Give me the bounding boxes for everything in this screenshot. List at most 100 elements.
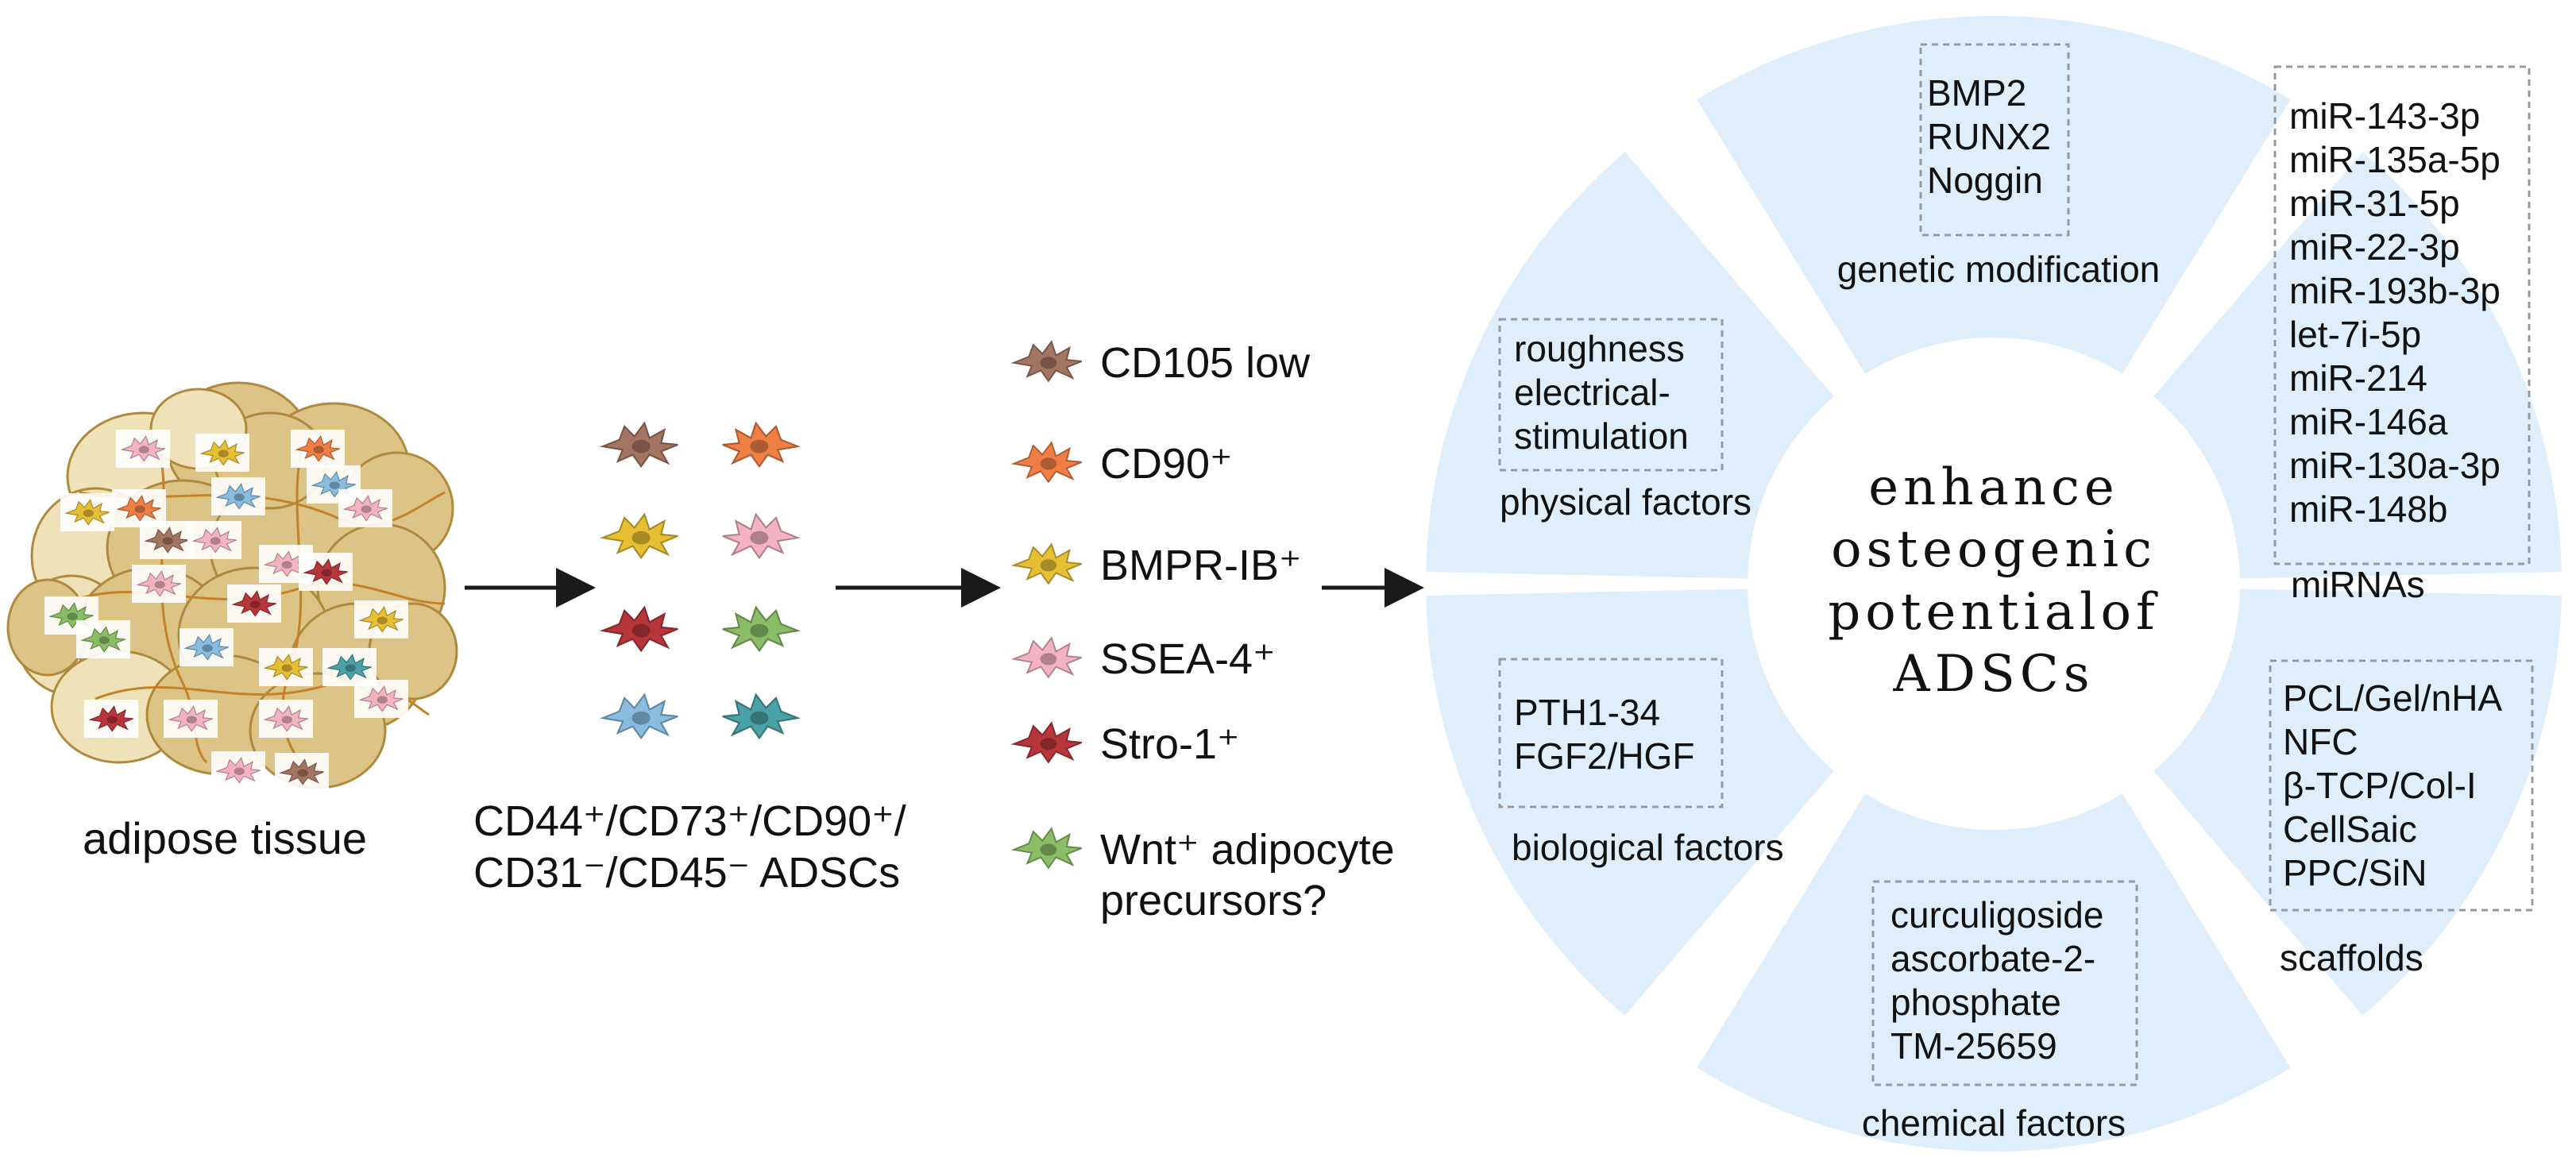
adscs-marker-label-line2: CD31⁻/CD45⁻ ADSCs	[473, 849, 900, 897]
physical-items-box	[1498, 318, 1724, 472]
biological-item: PTH1-34	[1514, 692, 1660, 733]
chemical-item: phosphate	[1890, 982, 2061, 1023]
subpopulation-label: SSEA-4⁺	[1100, 635, 1276, 683]
ring-segment-mirnas	[2153, 152, 2562, 579]
red-cell-icon	[303, 558, 348, 585]
mirna-item: miR-146a	[2289, 401, 2448, 442]
yellow-cell-icon	[64, 499, 110, 526]
mirnas-title: miRNAs	[2291, 564, 2425, 605]
blue-cell-icon	[215, 483, 261, 510]
segment-scaffolds: PCL/Gel/nHANFCβ-TCP/Col-ICellSaicPPC/SiN…	[2269, 659, 2534, 978]
adscs-marker-label-line1: CD44⁺/CD73⁺/CD90⁺/	[473, 797, 906, 845]
segment-physical-factors: roughness electrical- stimulation physic…	[1498, 318, 1751, 523]
teal-cell-icon	[722, 693, 801, 740]
center-line-1: enhance	[1868, 458, 2118, 517]
mirna-item: let-7i-5p	[2289, 314, 2421, 355]
pink-cell-icon	[215, 757, 261, 784]
chemical-item: curculigoside	[1890, 894, 2103, 936]
ring-segment-physical	[1426, 152, 1834, 579]
brown-cell-icon	[599, 421, 678, 469]
blue-cell-icon	[599, 693, 678, 740]
genetic-item: BMP2	[1927, 72, 2026, 114]
center-line-4: ADSCs	[1892, 645, 2094, 704]
yellow-cell-icon	[599, 512, 678, 560]
physical-item: electrical-	[1514, 372, 1670, 413]
green-cell-icon	[722, 605, 801, 653]
ring-center-text: enhance osteogenic potentialof ADSCs	[1828, 458, 2159, 704]
adipose-tissue-illustration	[6, 381, 458, 791]
mirna-item: miR-22-3p	[2289, 226, 2460, 268]
teal-cell-icon	[326, 654, 372, 681]
pink-cell-icon	[342, 495, 388, 522]
scaffold-item: NFC	[2283, 721, 2358, 762]
segment-genetic-modification: BMP2 RUNX2 Noggin genetic modification	[1837, 43, 2161, 290]
genetic-item: RUNX2	[1927, 116, 2051, 157]
blue-cell-icon	[183, 634, 229, 661]
mirna-item: miR-214	[2289, 357, 2427, 399]
subpopulation-label: Stro-1⁺	[1100, 720, 1240, 768]
mirna-item: miR-148b	[2289, 488, 2447, 530]
subpopulation-label-line2: precursors?	[1100, 877, 1327, 924]
chemical-item: ascorbate-2-	[1890, 938, 2095, 979]
subpopulation-item: BMPR-IB⁺	[1010, 542, 1302, 589]
orange-cell-icon	[722, 421, 801, 469]
chemical-title: chemical factors	[1862, 1102, 2126, 1144]
mirna-item: miR-143-3p	[2289, 95, 2480, 137]
ring-segment-biological	[1426, 588, 1834, 1016]
blood-vessel	[63, 581, 446, 605]
pink-cell-icon	[358, 685, 404, 712]
physical-item: roughness	[1514, 328, 1685, 369]
subpopulation-cell-icon	[1010, 340, 1083, 383]
genetic-item: Noggin	[1927, 160, 2043, 201]
genetic-title: genetic modification	[1837, 249, 2161, 290]
subpopulation-item: CD105 low	[1010, 339, 1311, 387]
ring-segment-chemical	[1697, 793, 2291, 1152]
mirna-item: miR-31-5p	[2289, 183, 2460, 224]
yellow-cell-icon	[199, 439, 245, 466]
scaffold-item: β-TCP/Col-I	[2283, 765, 2477, 806]
pink-cell-icon	[191, 527, 237, 554]
subpopulation-label: CD105 low	[1100, 339, 1311, 387]
physical-item: stimulation	[1514, 415, 1689, 457]
subpopulation-item: Stro-1⁺	[1010, 720, 1240, 768]
segment-biological-factors: PTH1-34 FGF2/HGF biological factors	[1498, 658, 1784, 868]
ring-segment-scaffolds	[2153, 588, 2562, 1016]
scaffolds-title: scaffolds	[2280, 937, 2423, 978]
orange-cell-icon	[295, 435, 340, 462]
pink-cell-icon	[168, 705, 213, 732]
biological-title: biological factors	[1512, 827, 1784, 868]
subpopulation-item: CD90⁺	[1010, 440, 1233, 488]
adsc-cell-grid	[599, 421, 801, 740]
red-cell-icon	[88, 705, 133, 732]
center-line-3: potentialof	[1828, 583, 2159, 642]
mirna-item: miR-130a-3p	[2289, 445, 2501, 486]
yellow-cell-icon	[358, 606, 404, 633]
osteogenic-factor-ring	[1426, 15, 2562, 1152]
biological-item: FGF2/HGF	[1514, 735, 1694, 777]
subpopulation-label: Wnt⁺ adipocyte	[1100, 826, 1395, 874]
subpopulation-item: SSEA-4⁺	[1010, 635, 1276, 683]
physical-title: physical factors	[1500, 481, 1751, 523]
adipose-tissue-label: adipose tissue	[83, 813, 367, 863]
subpopulation-cell-icon	[1010, 542, 1083, 585]
mirnas-items-box	[2273, 65, 2531, 565]
pink-cell-icon	[120, 435, 165, 462]
pink-cell-icon	[263, 705, 308, 732]
mirna-item: miR-135a-5p	[2289, 139, 2501, 180]
scaffold-item: PCL/Gel/nHA	[2283, 677, 2502, 719]
ring-center	[1752, 342, 2235, 825]
green-cell-icon	[80, 626, 126, 653]
subpopulation-cell-icon	[1010, 721, 1083, 764]
red-cell-icon	[231, 590, 276, 617]
orange-cell-icon	[116, 495, 161, 522]
subpopulation-cell-icon	[1010, 441, 1083, 484]
subpopulation-label: BMPR-IB⁺	[1100, 542, 1302, 589]
brown-cell-icon	[279, 758, 324, 785]
yellow-cell-icon	[263, 654, 308, 681]
subpopulation-label: CD90⁺	[1100, 440, 1233, 488]
red-cell-icon	[599, 605, 678, 653]
